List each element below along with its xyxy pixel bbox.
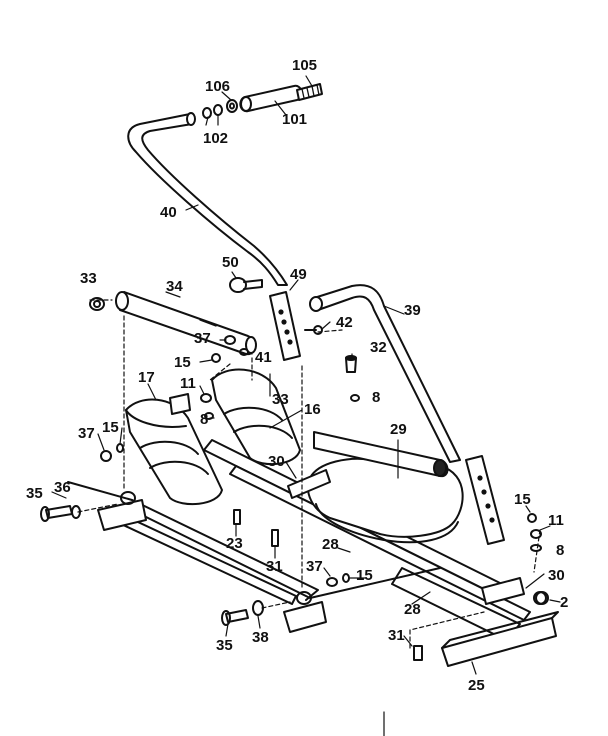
callout-31b: 31 (388, 627, 405, 644)
nut-15b (116, 443, 124, 453)
callout-2: 2 (560, 594, 568, 611)
nut-37b (100, 450, 112, 462)
callout-15c: 15 (514, 491, 531, 508)
nut-11c (530, 529, 542, 539)
callout-15a: 15 (174, 354, 191, 371)
seat-29 (307, 457, 464, 544)
callout-37b: 37 (78, 425, 95, 442)
callout-34: 34 (166, 278, 183, 295)
nut-15c (527, 513, 537, 523)
nut-37c (326, 577, 338, 587)
front-base-left (97, 491, 147, 531)
callout-33a: 33 (80, 270, 97, 287)
leader-lines (51, 75, 561, 736)
callout-39: 39 (404, 302, 421, 319)
seat-roller (313, 431, 449, 478)
washer-8c (530, 544, 542, 552)
washer-102 (202, 104, 223, 119)
footplate-left-17 (125, 398, 223, 506)
callout-102: 102 (203, 130, 228, 147)
cap-2 (535, 591, 549, 605)
callout-labels: 105 106 101 102 40 50 49 33 34 39 42 32 … (26, 57, 568, 694)
callout-25: 25 (468, 677, 485, 694)
alignment-lines (77, 299, 541, 649)
bolt-31b (413, 645, 423, 661)
callout-17: 17 (138, 369, 155, 386)
rear-base-25 (441, 611, 559, 667)
front-base-right (283, 591, 327, 633)
bracket-33b (169, 393, 191, 415)
handle-post-49 (269, 291, 301, 361)
nut-15d (342, 573, 350, 583)
callout-16: 16 (304, 401, 321, 418)
handle-post-right (465, 455, 505, 545)
nut-11a (200, 393, 212, 403)
handlebar-40 (127, 112, 288, 286)
bolt-23 (233, 509, 241, 525)
bolt-35a (40, 505, 73, 522)
callout-36: 36 (54, 479, 71, 496)
washer-8a (204, 412, 214, 420)
callout-8b: 8 (372, 389, 380, 406)
callout-11a: 11 (180, 375, 196, 392)
knob-50 (229, 277, 263, 293)
callout-40: 40 (160, 204, 177, 221)
upper-handle-grip-101 (239, 84, 303, 113)
callout-32: 32 (370, 339, 387, 356)
callout-37c: 37 (306, 558, 323, 575)
callout-50: 50 (222, 254, 239, 271)
callout-101: 101 (282, 111, 307, 128)
bolt-42 (304, 325, 323, 335)
callout-11b: 11 (548, 512, 564, 529)
callout-49: 49 (290, 266, 307, 283)
plug-32 (345, 355, 357, 373)
callout-41: 41 (255, 349, 272, 366)
callout-33b: 33 (272, 391, 289, 408)
callout-23: 23 (226, 535, 243, 552)
callout-35a: 35 (26, 485, 43, 502)
callout-8a: 8 (200, 411, 208, 428)
callout-29: 29 (390, 421, 407, 438)
callout-30b: 30 (548, 567, 565, 584)
footbar-34 (115, 291, 257, 356)
callout-105: 105 (292, 57, 317, 74)
callout-37a: 37 (194, 330, 211, 347)
bolt-31a (271, 529, 279, 547)
callout-15d: 15 (356, 567, 373, 584)
callout-28a: 28 (322, 536, 339, 553)
callout-28b: 28 (404, 601, 421, 618)
footplate-right (211, 368, 301, 466)
washer-8b (350, 394, 360, 402)
washer-106 (226, 99, 238, 113)
cap-33a (89, 297, 105, 311)
callout-42: 42 (336, 314, 353, 331)
nut-15a (211, 353, 221, 363)
callout-30a: 30 (268, 453, 285, 470)
callout-15b: 15 (102, 419, 119, 436)
callout-38: 38 (252, 629, 269, 646)
bolt-35b (221, 609, 249, 626)
cylinder-30 (287, 469, 547, 605)
threaded-stud-105 (296, 83, 323, 101)
callout-8c: 8 (556, 542, 564, 559)
callout-35b: 35 (216, 637, 233, 654)
callout-106: 106 (205, 78, 230, 95)
side-handle-39 (309, 284, 461, 463)
callout-31a: 31 (266, 558, 283, 575)
